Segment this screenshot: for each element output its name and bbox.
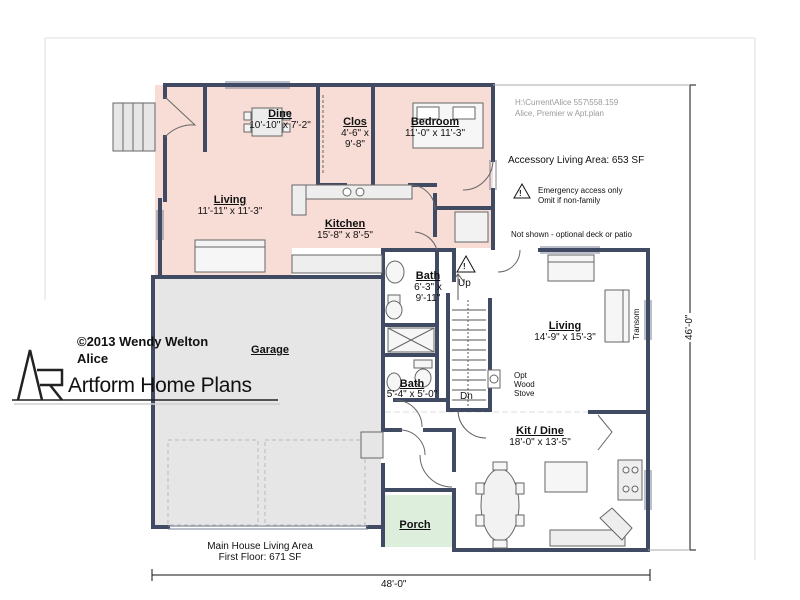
dine-dims: 10'-10" x 7'-2" — [249, 120, 311, 131]
width-dimension: 48'-0" — [379, 579, 409, 590]
living-upper-dims: 11'-11" x 11'-3" — [197, 206, 263, 217]
main-area-note: Main House Living Area First Floor: 671 … — [190, 541, 330, 563]
bath1-dims2: 9'-11" — [415, 293, 441, 304]
room-label-kit-dine: Kit / Dine 18'-0" x 13'-5" — [490, 425, 590, 449]
walls — [151, 83, 650, 552]
room-label-porch: Porch — [390, 520, 440, 531]
bedroom-dims: 11'-0" x 11'-3" — [404, 128, 466, 139]
stove-note-2: Wood — [514, 380, 535, 389]
room-label-bath-lower: Bath 5'-4" x 5'-0" — [383, 378, 441, 400]
emergency-note-2: Omit if non-family — [538, 196, 601, 205]
plan-name-text: Alice — [77, 351, 109, 366]
file-path-line2: Alice, Premier w Apt.plan — [515, 109, 604, 118]
bath2-title: Bath — [399, 378, 425, 390]
kitchen-dims: 15'-8" x 8'-5" — [317, 230, 373, 241]
main-area-line2: First Floor: 671 SF — [218, 552, 302, 563]
stove-note-1: Opt — [514, 371, 527, 380]
windows — [156, 81, 652, 530]
bath1-dims1: 6'-3" x — [414, 282, 442, 293]
porch-title: Porch — [399, 519, 431, 531]
room-label-living-main: Living 14'-9" x 15'-3" — [510, 320, 620, 344]
kit-dine-dims: 18'-0" x 13'-5" — [509, 437, 571, 448]
accessory-fixtures — [112, 95, 494, 274]
living-main-dims: 14'-9" x 15'-3" — [534, 332, 596, 343]
stair-dn-label: Dn — [460, 391, 473, 402]
room-label-living-upper: Living 11'-11" x 11'-3" — [180, 194, 280, 218]
room-label-garage: Garage — [240, 345, 300, 356]
main-area-line1: Main House Living Area — [207, 541, 313, 552]
main-fixtures — [419, 249, 643, 549]
stove-note-3: Stove — [514, 389, 535, 398]
garage-doors — [167, 439, 366, 526]
artform-logo-icon — [12, 349, 278, 401]
emergency-note-1: Emergency access only — [538, 186, 623, 195]
bedroom-title: Bedroom — [410, 116, 460, 128]
living-upper-title: Living — [213, 194, 247, 206]
bath-fixtures — [360, 260, 435, 459]
porch-fill — [382, 495, 452, 547]
accessory-area-fill — [155, 85, 493, 277]
stair-up-label: Up — [458, 278, 471, 289]
stairs — [451, 273, 487, 439]
clos-dims2: 9'-8" — [345, 139, 365, 150]
warning-symbol-2: ! — [463, 262, 466, 271]
transom-note: Transom — [632, 308, 641, 340]
warning-triangles — [456, 182, 531, 273]
depth-dimension: 46'-0" — [684, 312, 695, 342]
garage-fill — [155, 277, 381, 527]
garage-title: Garage — [251, 344, 289, 356]
dine-title: Dine — [268, 108, 292, 120]
accessory-area-note: Accessory Living Area: 653 SF — [508, 155, 645, 166]
bath2-dims: 5'-4" x 5'-0" — [386, 389, 438, 400]
kit-dine-title: Kit / Dine — [516, 425, 564, 437]
logo-text: Artform Home Plans — [68, 374, 252, 397]
living-main-title: Living — [548, 320, 582, 332]
room-label-bath-upper: Bath 6'-3" x 9'-11" — [402, 270, 454, 305]
warning-symbol-1: ! — [519, 189, 522, 198]
bath1-title: Bath — [415, 270, 441, 282]
file-path-line1: H:\Current\Alice 557\558.159 — [515, 98, 619, 107]
copyright-text: ©2013 Wendy Welton — [77, 334, 209, 349]
clos-title: Clos — [343, 116, 367, 128]
room-label-dine: Dine 10'-10" x 7'-2" — [230, 108, 330, 132]
room-label-kitchen: Kitchen 15'-8" x 8'-5" — [300, 218, 390, 242]
clos-dims1: 4'-6" x — [341, 128, 369, 139]
deck-note: Not shown - optional deck or patio — [511, 230, 632, 239]
kitchen-title: Kitchen — [324, 218, 366, 230]
room-label-bedroom: Bedroom 11'-0" x 11'-3" — [385, 116, 485, 140]
room-label-clos: Clos 4'-6" x 9'-8" — [325, 116, 385, 151]
